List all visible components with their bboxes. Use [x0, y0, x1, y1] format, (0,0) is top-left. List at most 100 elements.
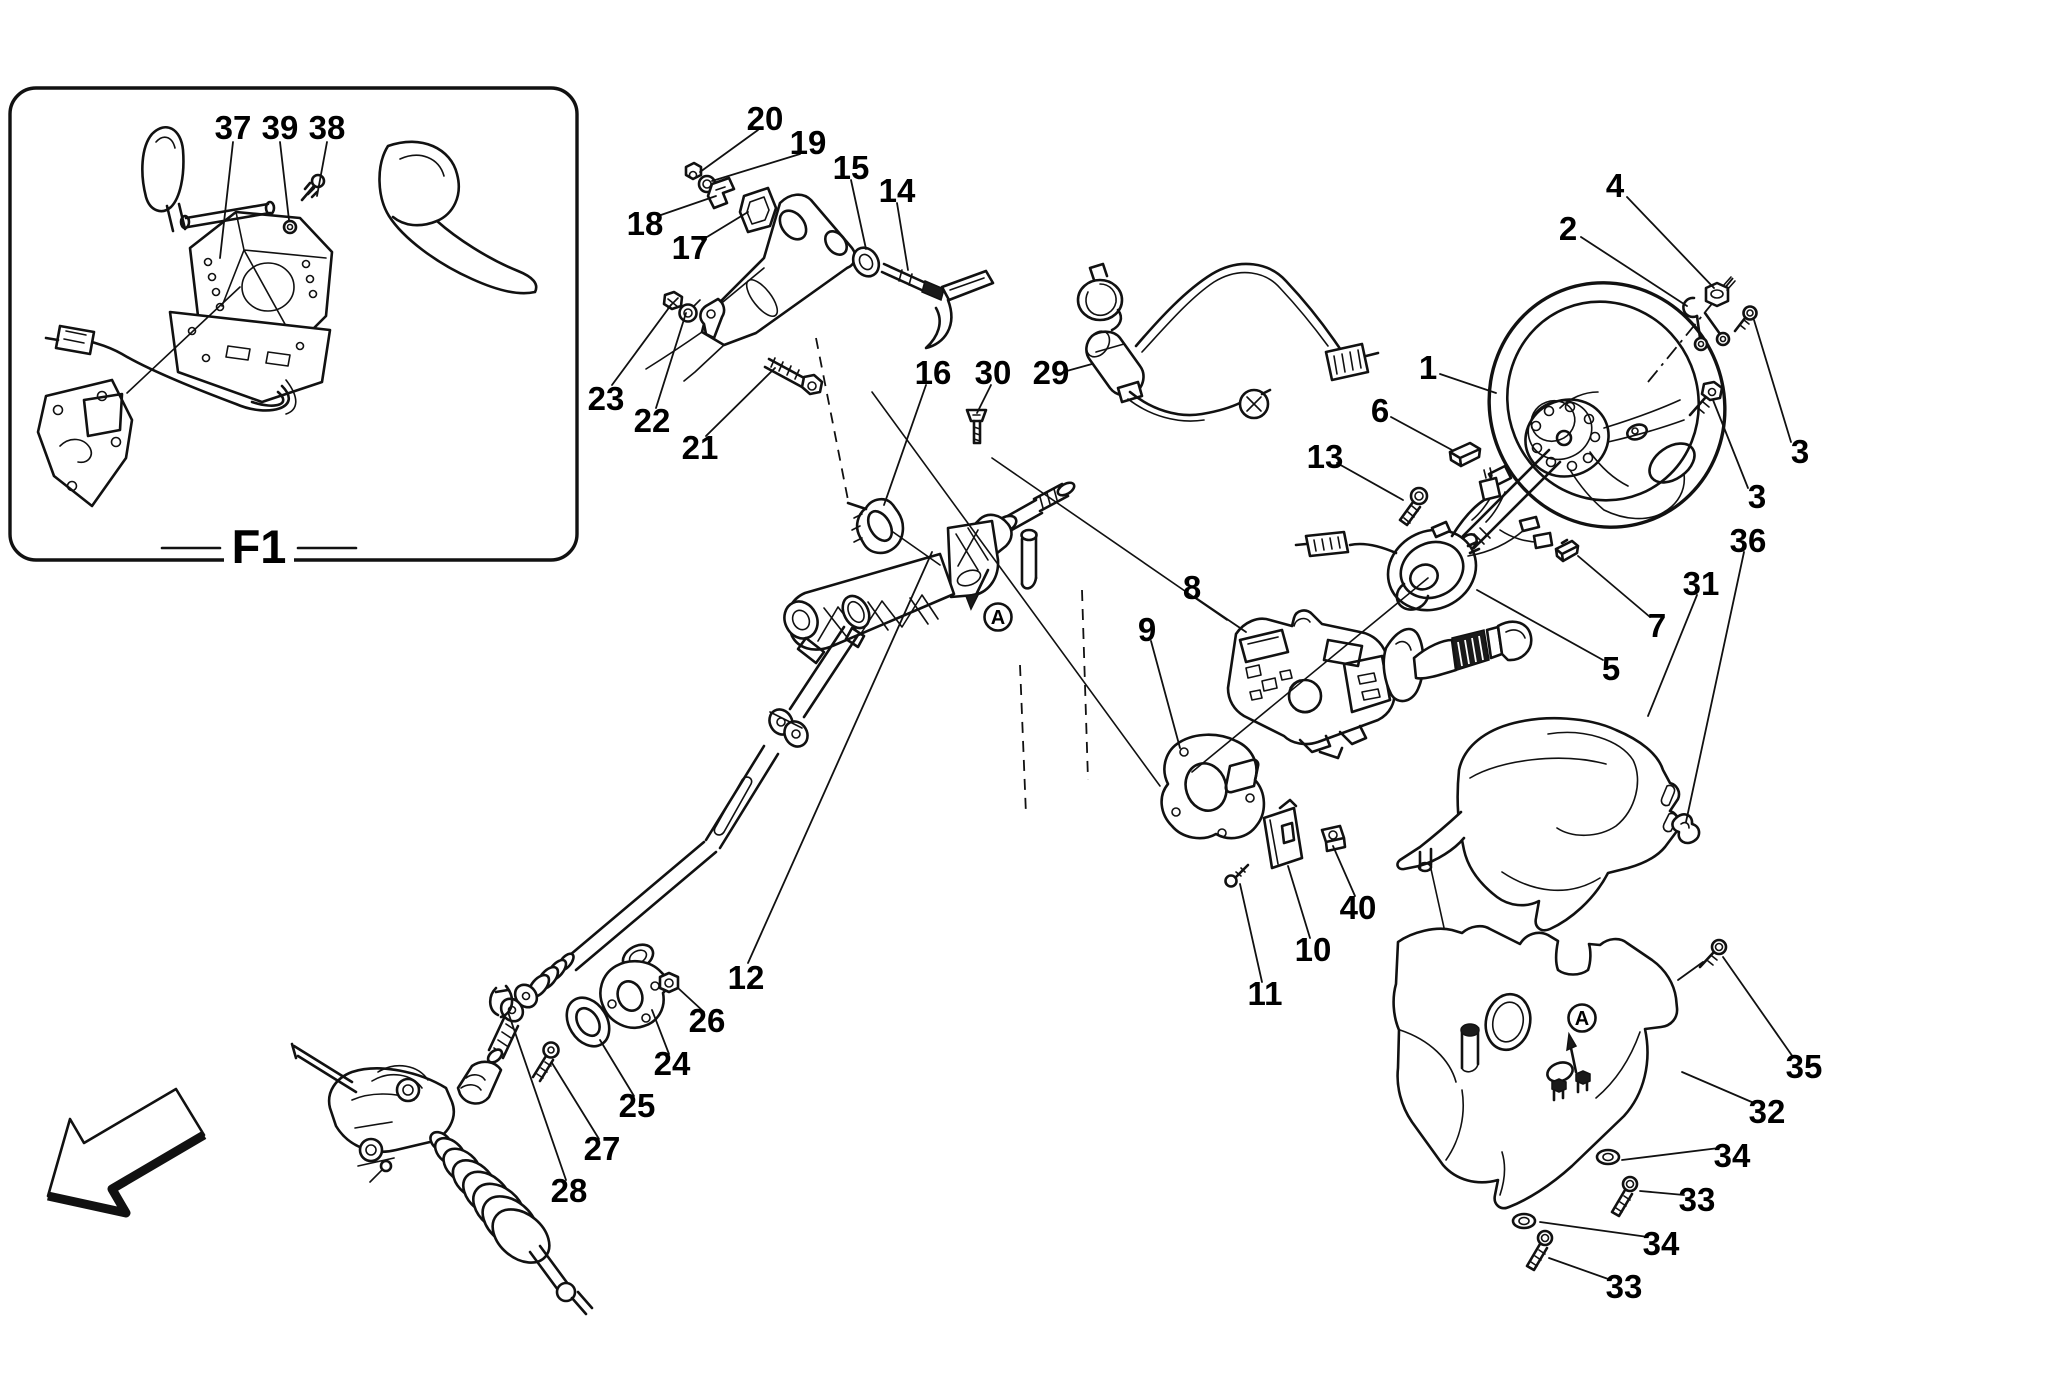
part-label-3a: 3 [1791, 433, 1809, 470]
part-label-22: 22 [634, 402, 671, 439]
part-label-33a: 33 [1679, 1181, 1716, 1218]
part-label-2: 2 [1559, 210, 1577, 247]
u-joint-lower [499, 983, 539, 1023]
inset-panel: F1 [8, 86, 579, 573]
lower-shaft [704, 744, 780, 850]
part-label-33b: 33 [1606, 1268, 1643, 1305]
part-label-8: 8 [1183, 569, 1201, 606]
part-label-19: 19 [790, 124, 827, 161]
part-label-34b: 34 [1643, 1225, 1680, 1262]
column-pin [1020, 528, 1038, 590]
detail-letter: A [1575, 1008, 1589, 1030]
bolt-3-lower [1688, 380, 1724, 417]
nut-4 [1704, 276, 1736, 308]
part-label-20: 20 [747, 100, 784, 137]
wheel-hardware [1398, 276, 1758, 563]
lower-cover-32 [1392, 924, 1679, 1210]
paddle-cable-drawing [44, 324, 290, 412]
part-label-32: 32 [1749, 1093, 1786, 1130]
part-label-13: 13 [1307, 438, 1344, 475]
part-label-23: 23 [588, 380, 625, 417]
screw-11 [1224, 863, 1250, 888]
harness-29 [1076, 262, 1380, 422]
paddle-plate-drawing [36, 378, 134, 508]
inset-caption: F1 [232, 520, 287, 573]
rack-mount-eye [395, 1077, 421, 1103]
alignment-lines [815, 337, 1429, 816]
detail-marker-column: A [964, 568, 1013, 632]
flange-24 [599, 943, 669, 1029]
inset-alignment-line [126, 286, 241, 394]
part-label-12: 12 [728, 959, 765, 996]
support-bracket [700, 193, 857, 347]
upper-bracket-cluster [645, 161, 995, 396]
clip-36 [1671, 813, 1701, 845]
part-label-29: 29 [1033, 354, 1070, 391]
caption-mask [224, 526, 294, 570]
clamp-17 [738, 186, 778, 234]
u-joint-upper [768, 708, 809, 748]
chip-7 [1554, 538, 1580, 563]
screw-3-upper [1733, 305, 1758, 333]
part-label-40: 40 [1340, 889, 1377, 926]
gasket-plate-9 [1160, 733, 1266, 840]
screw-13 [1398, 486, 1429, 527]
clip-28 [488, 984, 514, 1019]
plate-10 [1262, 798, 1304, 870]
part-label-17: 17 [672, 229, 709, 266]
part-label-3b: 3 [1748, 478, 1766, 515]
washer-22 [678, 303, 698, 323]
bushing-15 [851, 246, 881, 278]
steering-column [486, 481, 1076, 1064]
part-label-35: 35 [1786, 1048, 1823, 1085]
paddle-bracket-drawing [168, 200, 334, 415]
screw-33-left [1525, 1229, 1554, 1272]
screw-35 [1677, 938, 1728, 981]
part-label-37: 37 [215, 109, 252, 146]
left-paddle-drawing [141, 126, 187, 233]
part-label-10: 10 [1295, 931, 1332, 968]
grommet-34-right [1595, 1148, 1621, 1166]
wheel-shaft-stub [1461, 448, 1562, 550]
part-label-34a: 34 [1714, 1137, 1751, 1174]
combination-switch [1226, 609, 1533, 760]
steering-rack [290, 1042, 594, 1316]
part-label-31: 31 [1683, 565, 1720, 602]
rack-mount-eye [358, 1137, 384, 1163]
part-label-5: 5 [1602, 650, 1620, 687]
detail-marker-cover: A [1566, 1003, 1597, 1074]
column-cast-bracket [783, 519, 1000, 665]
intermediate-shaft [788, 625, 860, 719]
tie-rod [528, 1244, 570, 1292]
leader-lines [219, 129, 1794, 1281]
part-label-14: 14 [879, 172, 916, 209]
upper-cover-31 [1396, 716, 1681, 1019]
detail-letter: A [991, 607, 1005, 629]
part-label-24: 24 [654, 1045, 691, 1082]
part-label-25: 25 [619, 1087, 656, 1124]
wheel-hub [1524, 398, 1610, 478]
pinion-housing [456, 1060, 503, 1105]
part-label-21: 21 [682, 429, 719, 466]
nut-40 [1320, 824, 1347, 853]
part-label-1: 1 [1419, 349, 1437, 386]
part-label-27: 27 [584, 1130, 621, 1167]
turn-signal-stalk [1412, 620, 1533, 680]
part-label-28: 28 [551, 1172, 588, 1209]
part-label-36: 36 [1730, 522, 1767, 559]
part-label-15: 15 [833, 149, 870, 186]
part-label-7: 7 [1648, 607, 1666, 644]
lower-shaft-parts [488, 943, 680, 1083]
clip-2 [1682, 296, 1731, 352]
part-label-30: 30 [975, 354, 1012, 391]
stalk-fin [1382, 627, 1425, 703]
rack-bellows [429, 1130, 551, 1264]
clock-spring [1294, 467, 1541, 612]
part-label-11: 11 [1248, 975, 1283, 1012]
screw-30 [965, 408, 988, 445]
chip-6 [1448, 441, 1482, 468]
pin-14 [880, 262, 995, 350]
upper-spline [1032, 482, 1070, 513]
